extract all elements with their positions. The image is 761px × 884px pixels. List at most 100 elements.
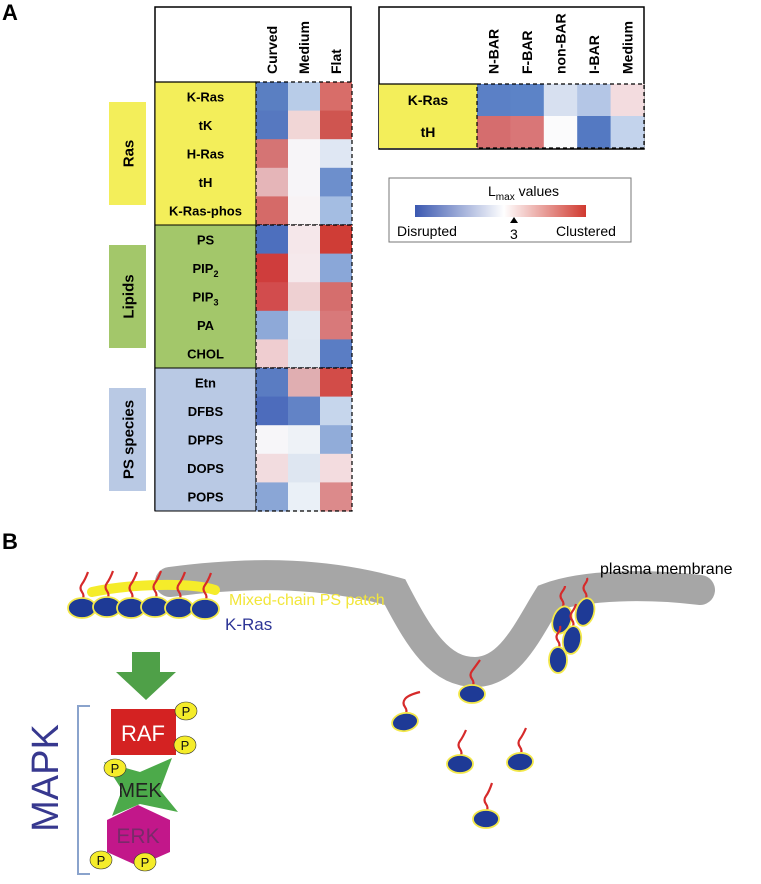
erk-kinase — [107, 805, 170, 866]
group-tag — [109, 245, 146, 348]
lipid-anchor — [104, 570, 115, 600]
lipid-anchor — [457, 729, 468, 758]
kras-protein-body — [506, 752, 534, 772]
heatmap2-row-block — [379, 84, 477, 148]
heatmap1-cell — [288, 253, 320, 283]
heatmap1-cell — [288, 425, 320, 455]
heatmap1-row-label: tK — [199, 118, 213, 133]
heatmap2-cell — [510, 116, 545, 148]
kras-protein — [391, 690, 421, 733]
group-tag-label: Ras — [121, 140, 138, 168]
heatmap2-row-label: tH — [421, 124, 436, 140]
heatmap1-cell — [256, 368, 288, 398]
heatmap1-cell — [256, 396, 288, 426]
heatmap2-column-label: non-BAR — [553, 13, 569, 74]
heatmap1-cell — [320, 453, 352, 483]
heatmap1-cell — [288, 396, 320, 426]
heatmap1-row-label: PIP2 — [193, 261, 219, 279]
mapk-label: MAPK — [25, 724, 67, 832]
heatmap1-cell — [320, 139, 352, 169]
heatmap1-column-label: Medium — [296, 21, 312, 74]
heatmap2-row-label: K-Ras — [408, 92, 449, 108]
group-block — [154, 224, 257, 369]
phospho-label: P — [97, 853, 106, 868]
heatmap1-column-label: Curved — [264, 26, 280, 74]
lmax-color-legend: Lmax values Disrupted 3 Clustered — [388, 177, 632, 243]
heatmap1-cell — [320, 368, 352, 398]
heatmap2-cell — [610, 116, 645, 148]
group-tag-label: Lipids — [121, 274, 138, 318]
heatmap1-cell — [256, 453, 288, 483]
lipid-anchor — [128, 571, 139, 601]
panel-b-label: B — [2, 529, 18, 554]
raf-label: RAF — [121, 721, 165, 746]
heatmap1-row-label: DFBS — [188, 404, 224, 419]
lipid-anchor — [469, 659, 481, 688]
kras-protein — [458, 659, 486, 704]
heatmap1-cell — [256, 139, 288, 169]
heatmap1-row-label: PIP3 — [193, 290, 219, 308]
heatmap1-cell — [256, 82, 288, 112]
heatmap1-row-label: CHOL — [187, 347, 224, 362]
heatmap1-cell — [320, 282, 352, 312]
group-cell-outline — [255, 367, 353, 512]
lipid-anchor — [559, 585, 567, 609]
plasma-membrane — [155, 560, 715, 688]
heatmap1-row-label: POPS — [187, 490, 223, 505]
legend-mid-marker — [510, 217, 518, 223]
lipid-anchor — [402, 690, 421, 716]
ps-patch-label: Mixed-chain PS patch — [229, 592, 385, 609]
heatmap1-cell — [288, 167, 320, 197]
kras-protein — [574, 577, 596, 627]
heatmap1-cell — [288, 282, 320, 312]
heatmap1-cell — [288, 225, 320, 255]
heatmap1-cell — [288, 368, 320, 398]
heatmap1-row-label: K-Ras-phos — [169, 204, 242, 219]
heatmap2-column-label: Medium — [619, 21, 635, 74]
mek-label: MEK — [118, 780, 162, 802]
heatmap2-column-label: I-BAR — [586, 35, 602, 74]
panel-a-label: A — [2, 0, 18, 25]
kras-protein — [548, 625, 568, 674]
heatmap1-row-label: PS — [197, 232, 215, 247]
heatmap2-cell — [610, 84, 645, 116]
erk-label: ERK — [116, 825, 159, 848]
heatmap1-cell — [320, 196, 352, 226]
kras-protein — [561, 603, 583, 655]
kras-proteins — [67, 570, 596, 829]
heatmap2-cell — [477, 84, 511, 116]
legend-left-label: Disrupted — [397, 223, 457, 239]
heatmap2-column-label: F-BAR — [519, 30, 535, 74]
heatmap2-cell — [577, 84, 612, 116]
heatmap2-column-label: N-BAR — [486, 29, 502, 74]
kras-protein-body — [472, 809, 500, 829]
heatmap1-cell — [256, 167, 288, 197]
activation-arrow — [116, 652, 176, 700]
heatmap1-cell — [256, 225, 288, 255]
heatmap1-row-label: K-Ras — [187, 89, 225, 104]
heatmap1-cell — [320, 110, 352, 140]
heatmap1-cell — [256, 310, 288, 340]
heatmap1-cell — [320, 82, 352, 112]
heatmap1-row-label: tH — [199, 175, 213, 190]
heatmap1-cell — [256, 110, 288, 140]
kras-protein-body — [190, 598, 220, 620]
heatmap1-cell — [256, 425, 288, 455]
lipid-anchor — [569, 603, 578, 629]
heatmap1-cell — [320, 339, 352, 369]
heatmap1-row-label: H-Ras — [187, 147, 225, 162]
heatmap2-cell — [510, 84, 545, 116]
kras-protein-body — [458, 684, 486, 704]
heatmap1-cell — [320, 482, 352, 512]
kras-protein-body — [67, 597, 97, 619]
lipid-anchor — [79, 571, 90, 601]
kras-protein — [472, 782, 500, 829]
kras-protein — [92, 570, 122, 618]
kras-protein — [116, 571, 146, 619]
heatmap1-row-label: Etn — [195, 375, 216, 390]
phospho-label: P — [111, 761, 120, 776]
heatmap1-cell — [320, 310, 352, 340]
heatmap1-row-label: DOPS — [187, 461, 224, 476]
heatmap1-cell — [256, 339, 288, 369]
